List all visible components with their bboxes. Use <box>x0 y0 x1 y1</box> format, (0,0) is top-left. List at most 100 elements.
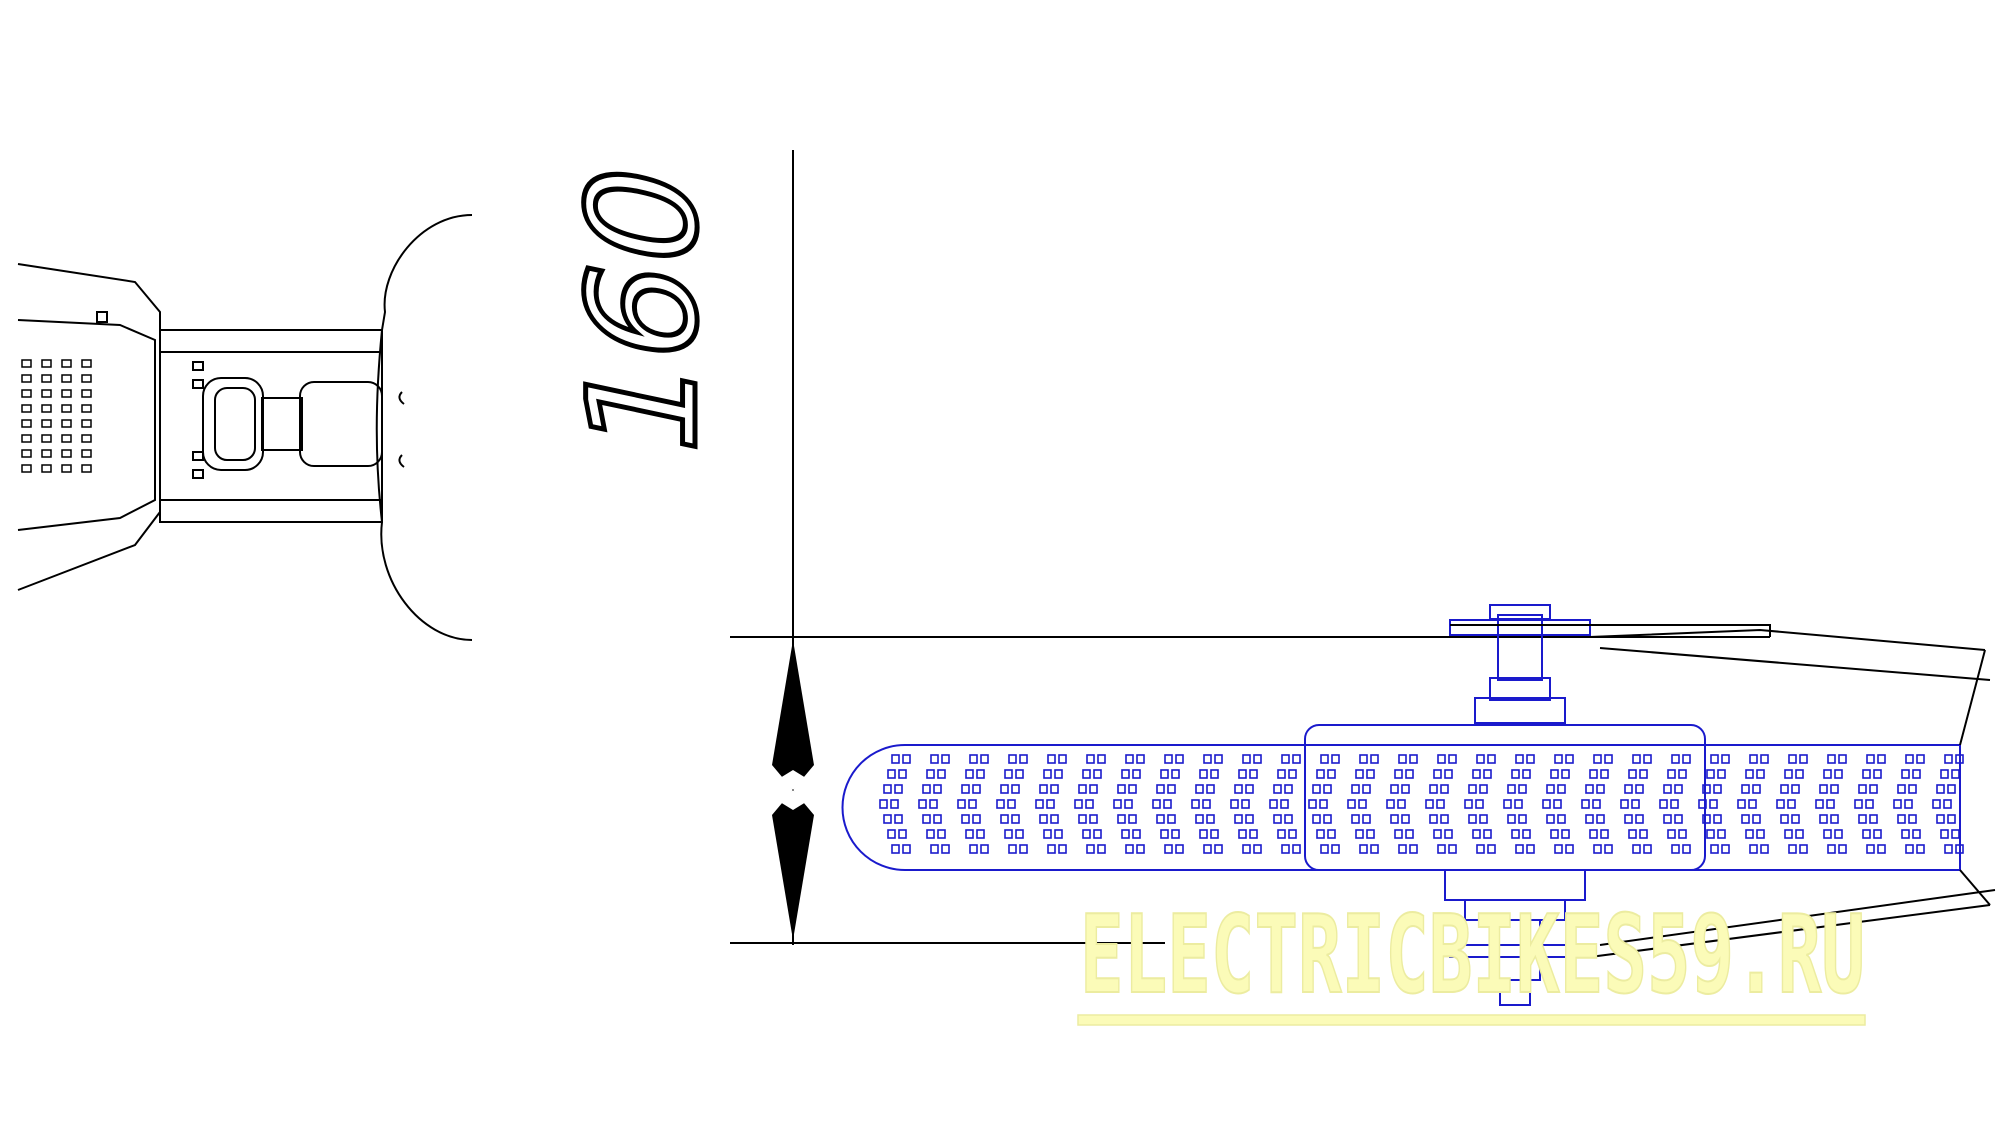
watermark: ELECTRICBIKES59.RU <box>1077 892 1866 1026</box>
tread-block <box>21 374 32 383</box>
tread-block <box>1635 784 1644 794</box>
tread-block <box>21 434 32 443</box>
tread-block <box>926 769 935 779</box>
tread-block <box>1019 754 1028 764</box>
tread-block <box>81 404 92 413</box>
tread-block <box>1550 769 1559 779</box>
tread-block <box>1436 799 1445 809</box>
tread-block <box>1199 769 1208 779</box>
tread-block <box>1838 844 1847 854</box>
tread-block <box>1682 754 1691 764</box>
tread-block <box>1713 814 1722 824</box>
tread-block <box>1214 844 1223 854</box>
tread-block <box>1671 754 1680 764</box>
tread-block <box>1160 829 1169 839</box>
tread-block <box>1355 769 1364 779</box>
tread-block <box>1546 784 1555 794</box>
tread-block <box>1518 814 1527 824</box>
tread-block <box>1947 814 1956 824</box>
dimension-value: 160 <box>556 149 731 472</box>
tread-block <box>1163 799 1172 809</box>
tread-block <box>41 464 52 473</box>
tread-block <box>1175 754 1184 764</box>
tread-block <box>1011 784 1020 794</box>
dimension-arrows <box>772 640 814 940</box>
tread-block <box>1308 799 1317 809</box>
tread-block <box>1327 769 1336 779</box>
tread-block <box>1565 844 1574 854</box>
tread-block <box>1464 799 1473 809</box>
tread-block <box>1316 829 1325 839</box>
tread-block <box>1749 754 1758 764</box>
tread-block <box>1093 769 1102 779</box>
tread-block <box>1526 754 1535 764</box>
tread-block <box>965 829 974 839</box>
tread-block <box>1206 814 1215 824</box>
tread-block <box>1632 754 1641 764</box>
tread-block <box>1632 844 1641 854</box>
tread-block <box>1284 784 1293 794</box>
tread-block <box>1202 799 1211 809</box>
tread-block <box>1826 799 1835 809</box>
tread-block <box>1019 844 1028 854</box>
tread-block <box>1292 754 1301 764</box>
tread-block <box>1827 844 1836 854</box>
tread-block <box>1862 829 1871 839</box>
tread-block <box>1659 799 1668 809</box>
tread-block <box>1008 754 1017 764</box>
tread-block <box>1242 754 1251 764</box>
tread-block <box>1167 814 1176 824</box>
tread-block <box>1479 814 1488 824</box>
tread-block <box>1124 799 1133 809</box>
tread-block <box>1437 844 1446 854</box>
tread-block <box>1320 754 1329 764</box>
tread-block <box>1331 754 1340 764</box>
tread-block <box>1351 814 1360 824</box>
tread-block <box>1164 754 1173 764</box>
tread-block <box>1819 814 1828 824</box>
tread-block <box>1448 754 1457 764</box>
tread-block <box>1698 799 1707 809</box>
tread-block <box>1476 844 1485 854</box>
tread-block <box>1323 784 1332 794</box>
tread-block <box>1717 829 1726 839</box>
tread-block <box>1830 814 1839 824</box>
tread-block <box>1086 844 1095 854</box>
tread-block <box>1838 754 1847 764</box>
tread-block <box>1000 814 1009 824</box>
tread-block <box>1760 754 1769 764</box>
tread-block <box>1128 784 1137 794</box>
tread-block <box>1128 814 1137 824</box>
arrow-down <box>772 790 814 940</box>
tread-block <box>1702 814 1711 824</box>
tread-block <box>1401 784 1410 794</box>
tread-block <box>1117 814 1126 824</box>
tread-block <box>1323 814 1332 824</box>
tread-block <box>21 419 32 428</box>
tread-block <box>1398 844 1407 854</box>
tread-block <box>1865 799 1874 809</box>
tread-block <box>1951 769 1960 779</box>
tread-block <box>1514 799 1523 809</box>
tread-block <box>1834 769 1843 779</box>
tread-block <box>1639 829 1648 839</box>
tread-block <box>1125 844 1134 854</box>
tread-block <box>1429 784 1438 794</box>
tread-block <box>887 769 896 779</box>
tread-block <box>1089 814 1098 824</box>
tread-block <box>1253 754 1262 764</box>
tread-block <box>1557 784 1566 794</box>
tread-block <box>1791 814 1800 824</box>
tread-block <box>1628 769 1637 779</box>
tread-block <box>1780 814 1789 824</box>
tread-block <box>61 359 72 368</box>
tread-block <box>1093 829 1102 839</box>
tread-block <box>1854 799 1863 809</box>
tread-block <box>61 434 72 443</box>
tread-block <box>1897 784 1906 794</box>
tread-block <box>922 814 931 824</box>
tread-block <box>1784 769 1793 779</box>
tread-block <box>1869 784 1878 794</box>
tread-block <box>1238 769 1247 779</box>
tread-block <box>1593 754 1602 764</box>
